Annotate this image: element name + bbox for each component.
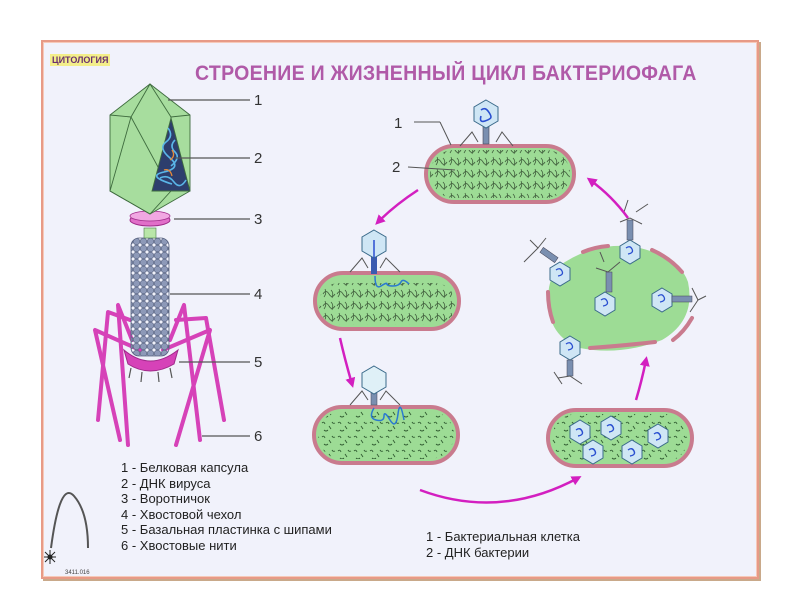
poster-title: СТРОЕНИЕ И ЖИЗНЕННЫЙ ЦИКЛ БАКТЕРИОФАГА: [195, 62, 697, 85]
phage-structure: 1 2 3 4 5 6: [93, 83, 262, 447]
tail-fibers: [93, 303, 226, 447]
arrow-assemble-to-lyse: [634, 356, 650, 401]
callout-6: 6: [254, 428, 262, 445]
cycle-legend: 1 - Бактериальная клетка 2 - ДНК бактери…: [426, 529, 580, 560]
cycle-callout-1: 1: [394, 115, 402, 132]
legend-item: 2 - ДНК бактерии: [426, 544, 530, 560]
stage-lysis: [523, 199, 707, 385]
callout-4: 4: [254, 286, 262, 303]
released-phages: [523, 199, 707, 385]
callout-1: 1: [254, 92, 262, 109]
baseplate: [123, 348, 179, 372]
arrow-attach-to-inject: [375, 188, 419, 225]
legend-item: 1 - Бактериальная клетка: [426, 529, 580, 544]
catalog-code: 3411.016: [63, 570, 92, 576]
subject-tag: ЦИТОЛОГИЯ: [50, 54, 111, 66]
capsid: [109, 83, 191, 215]
legend-item: 3 - Воротничок: [121, 491, 210, 506]
stage-injection: [313, 229, 461, 331]
phage-icon: [459, 99, 514, 147]
arrow-replicate-to-assemble: [419, 476, 582, 504]
stage-viral-dna: [312, 365, 460, 465]
publisher-logo: [44, 492, 89, 564]
cycle-callout-2: 2: [392, 159, 400, 176]
callout-3: 3: [254, 211, 262, 228]
legend-item: 6 - Хвостовые нити: [121, 537, 237, 553]
callout-2: 2: [254, 150, 262, 167]
stage-attachment: 1 2: [392, 99, 576, 204]
legend-item: 1 - Белковая капсула: [121, 460, 249, 475]
stage-assembly: [546, 408, 694, 468]
callout-5: 5: [254, 354, 262, 371]
legend-item: 5 - Базальная пластинка с шипами: [121, 522, 332, 537]
legend-item: 2 - ДНК вируса: [121, 475, 211, 491]
structure-legend: 1 - Белковая капсула 2 - ДНК вируса 3 - …: [121, 460, 332, 553]
arrow-lyse-to-attach: [586, 177, 630, 219]
legend-item: 4 - Хвостовой чехол: [121, 506, 242, 522]
arrow-inject-to-replicate: [338, 337, 356, 388]
tail-sheath: [130, 237, 170, 357]
cycle-arrows: [338, 177, 650, 504]
